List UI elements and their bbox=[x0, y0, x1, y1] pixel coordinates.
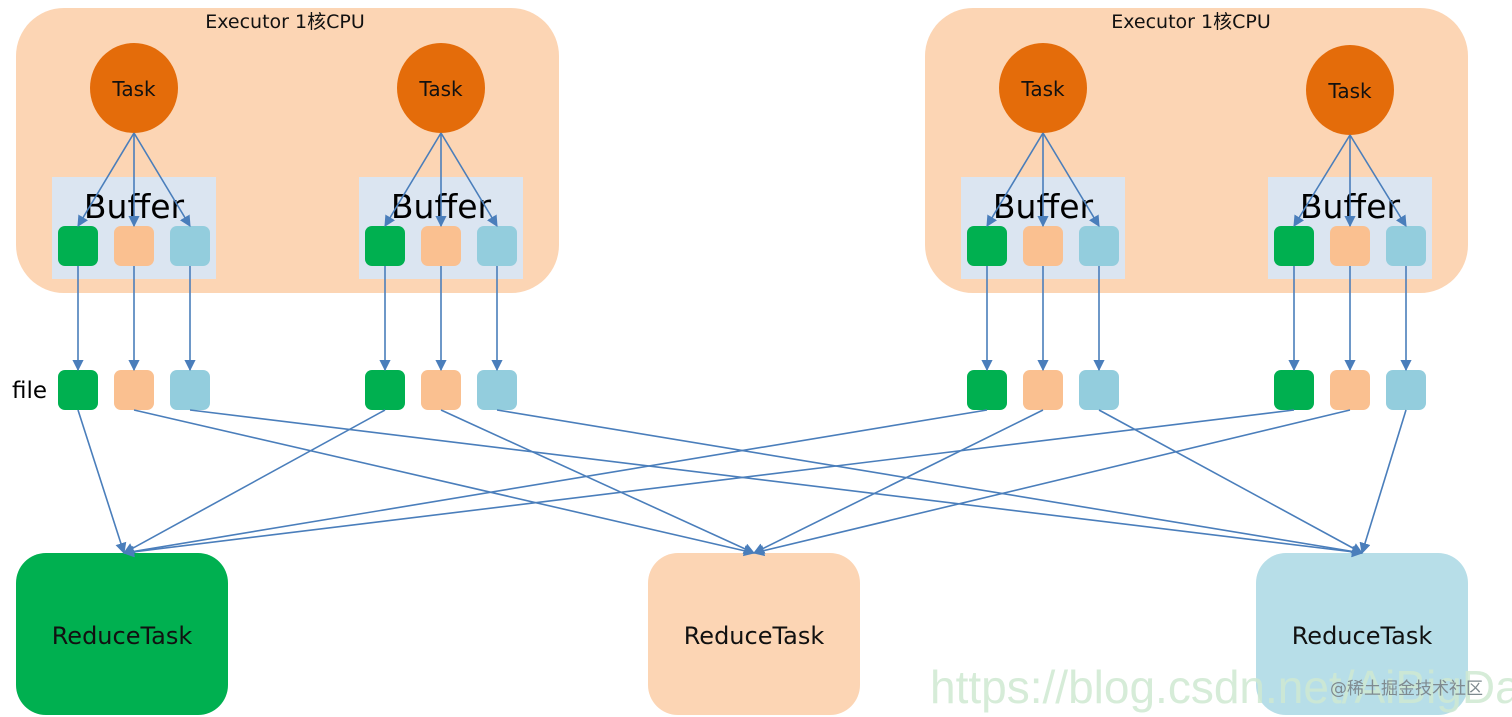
task-node bbox=[397, 43, 485, 133]
buffer-partition-green bbox=[58, 226, 98, 266]
file-partition-blue bbox=[477, 370, 517, 410]
buffer-partition-green bbox=[967, 226, 1007, 266]
file-partition-blue bbox=[170, 370, 210, 410]
task-to-buffer-arrow bbox=[77, 132, 135, 227]
task-to-buffer-arrow bbox=[384, 132, 442, 227]
reduce-task-blue: ReduceTask bbox=[1256, 553, 1468, 715]
file-to-reduce-arrow-green bbox=[122, 409, 988, 557]
task-to-buffer-arrow bbox=[986, 132, 1044, 227]
buffer-partition-orange bbox=[114, 226, 154, 266]
file-to-reduce-arrow-orange bbox=[752, 409, 1351, 557]
buffer-partition-orange bbox=[421, 226, 461, 266]
file-to-reduce-arrow-blue bbox=[1359, 409, 1407, 555]
file-to-reduce-arrow-green bbox=[123, 409, 386, 554]
task-to-buffer-arrow bbox=[1042, 132, 1100, 227]
buffer-partition-green bbox=[1274, 226, 1314, 266]
buffer-partition-orange bbox=[1023, 226, 1063, 266]
partitions bbox=[58, 226, 1426, 410]
task-label: Task bbox=[1327, 79, 1372, 103]
file-partition-blue bbox=[1386, 370, 1426, 410]
buffer-partition-orange bbox=[1330, 226, 1370, 266]
file-to-reduce-arrow-blue bbox=[496, 409, 1364, 557]
file-partition-orange bbox=[421, 370, 461, 410]
file-to-reduce-arrow-green bbox=[122, 409, 1295, 558]
buffer-partition-blue bbox=[170, 226, 210, 266]
buffer-partition-blue bbox=[1386, 226, 1426, 266]
file-partition-orange bbox=[1330, 370, 1370, 410]
file-partition-green bbox=[967, 370, 1007, 410]
reduce-task-box bbox=[648, 553, 860, 715]
task-node bbox=[999, 43, 1087, 133]
reduce-task-box bbox=[1256, 553, 1468, 715]
watermark-juejin: @稀土掘金技术社区 bbox=[1330, 679, 1483, 699]
reduce-task-orange: ReduceTask bbox=[648, 553, 860, 715]
executor-2-title: Executor 1核CPU bbox=[1111, 11, 1271, 33]
file-to-reduce-arrow-orange bbox=[752, 409, 1044, 554]
file-label: file bbox=[12, 378, 47, 404]
reduce-task-green: ReduceTask bbox=[16, 553, 228, 715]
reduce-task-label: ReduceTask bbox=[684, 622, 825, 650]
reduce-task-label: ReduceTask bbox=[1292, 622, 1433, 650]
file-partition-green bbox=[58, 370, 98, 410]
task-label: Task bbox=[1020, 77, 1065, 101]
file-partition-green bbox=[1274, 370, 1314, 410]
file-partition-green bbox=[365, 370, 405, 410]
task-to-buffer-arrow bbox=[440, 132, 498, 227]
task-to-buffer-arrow bbox=[133, 132, 191, 227]
watermark-url: https://blog.csdn.net/AiBigData bbox=[930, 661, 1512, 713]
buffer-partition-blue bbox=[477, 226, 517, 266]
file-to-reduce-arrow-green bbox=[77, 409, 127, 555]
task-label: Task bbox=[418, 77, 463, 101]
task-to-buffer-arrow bbox=[1293, 134, 1351, 227]
file-to-reduce-arrow-blue bbox=[1098, 409, 1363, 554]
file-to-reduce-arrow-orange bbox=[440, 409, 756, 554]
buffer-partition-blue bbox=[1079, 226, 1119, 266]
reduce-task-box bbox=[16, 553, 228, 715]
task-node bbox=[1306, 45, 1394, 135]
executor-1-title: Executor 1核CPU bbox=[205, 11, 365, 33]
file-to-reduce-arrow-orange bbox=[133, 409, 756, 557]
buffer-partition-green bbox=[365, 226, 405, 266]
file-partition-blue bbox=[1079, 370, 1119, 410]
task-node bbox=[90, 43, 178, 133]
file-partition-orange bbox=[114, 370, 154, 410]
reduce-task-label: ReduceTask bbox=[52, 622, 193, 650]
file-partition-orange bbox=[1023, 370, 1063, 410]
arrows bbox=[72, 132, 1412, 558]
file-to-reduce-arrow-blue bbox=[189, 409, 1364, 558]
task-label: Task bbox=[111, 77, 156, 101]
task-to-buffer-arrow bbox=[1349, 134, 1407, 227]
